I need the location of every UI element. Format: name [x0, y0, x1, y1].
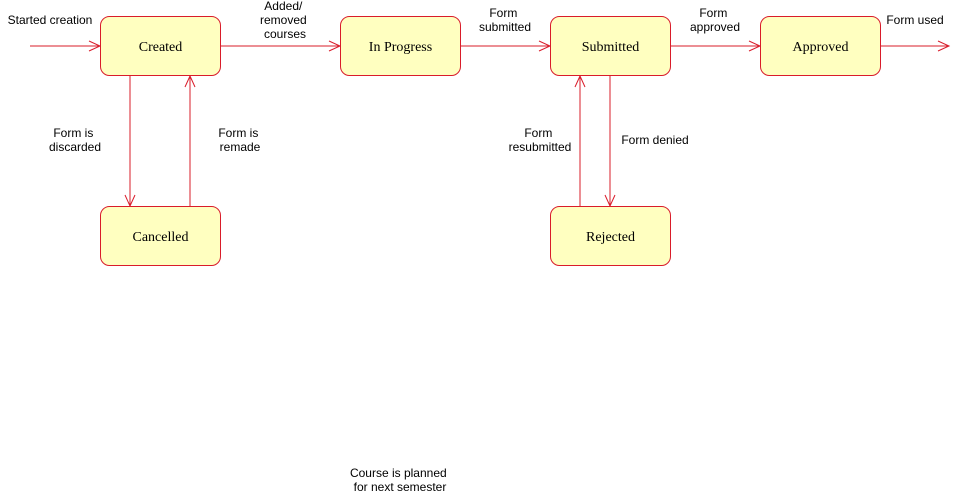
- label-form-is-remade: Form is remade: [218, 126, 261, 154]
- edge-start: [30, 40, 102, 52]
- state-approved-label: Approved: [793, 40, 849, 55]
- footer-note: Course is planned for next semester: [350, 466, 450, 494]
- state-cancelled[interactable]: Cancelled: [100, 206, 221, 266]
- edge-submitted-to-rejected: [604, 76, 616, 208]
- edge-submitted-to-approved: [670, 40, 762, 52]
- label-form-used: Form used: [886, 13, 943, 27]
- edge-in-progress-to-submitted: [460, 40, 552, 52]
- label-form-is-discarded: Form is discarded: [49, 126, 101, 154]
- state-created[interactable]: Created: [100, 16, 221, 76]
- label-form-denied: Form denied: [621, 133, 688, 147]
- label-started-creation: Started creation: [8, 13, 93, 27]
- state-rejected-label: Rejected: [586, 230, 635, 245]
- label-form-approved: Form approved: [690, 6, 740, 34]
- edge-created-to-cancelled: [124, 76, 136, 208]
- state-submitted[interactable]: Submitted: [550, 16, 671, 76]
- edge-cancelled-to-created: [184, 74, 196, 206]
- state-approved[interactable]: Approved: [760, 16, 881, 76]
- edge-created-to-in-progress: [220, 40, 342, 52]
- state-in-progress[interactable]: In Progress: [340, 16, 461, 76]
- edge-approved-exit: [880, 40, 951, 52]
- edge-rejected-to-submitted: [574, 74, 586, 206]
- state-rejected[interactable]: Rejected: [550, 206, 671, 266]
- label-added-removed-courses: Added/ removed courses: [260, 0, 310, 41]
- label-form-submitted: Form submitted: [479, 6, 531, 34]
- state-submitted-label: Submitted: [582, 40, 640, 55]
- state-cancelled-label: Cancelled: [133, 230, 189, 245]
- state-in-progress-label: In Progress: [369, 40, 432, 55]
- label-form-resubmitted: Form resubmitted: [509, 126, 572, 154]
- state-created-label: Created: [139, 40, 183, 55]
